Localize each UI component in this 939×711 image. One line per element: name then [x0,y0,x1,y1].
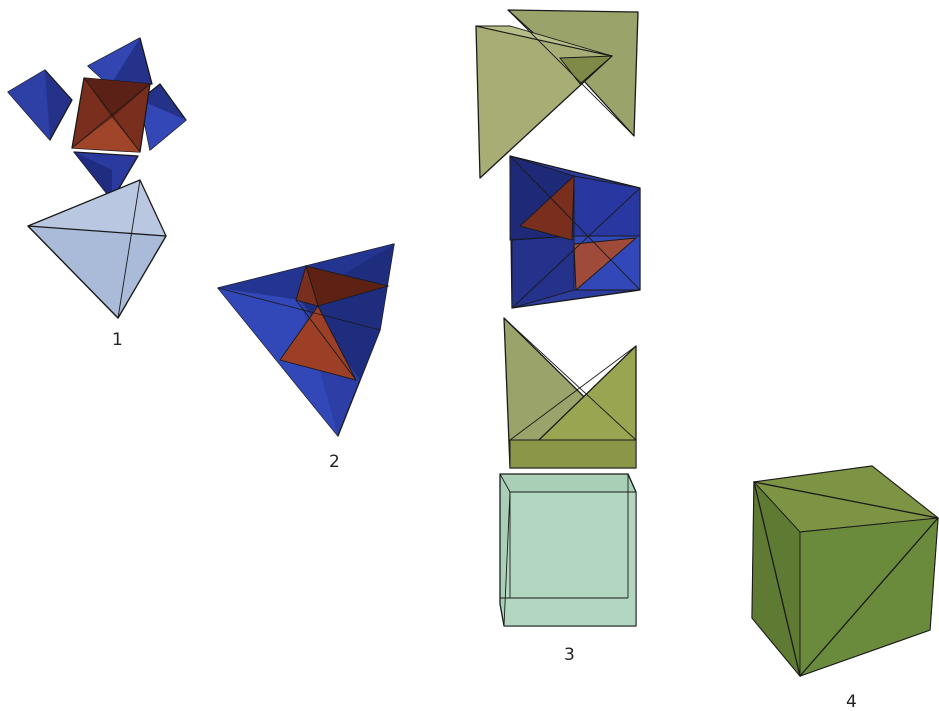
figure-4-label: 4 [846,692,857,711]
figure-2: 2 [217,243,395,472]
red-octahedron-face [519,174,575,241]
blue-tetrahedron-square [509,155,641,309]
octahedron-cluster [7,37,187,201]
figure-1-label: 1 [112,330,123,350]
olive-tetrahedra-top [475,9,639,179]
olive-tetrahedra-middle [503,317,637,469]
mint-cube [499,473,637,627]
figure-1: 1 [7,37,187,350]
figure-3-label: 3 [564,645,575,665]
figure-4: 4 [751,465,939,711]
figure-3: 3 [475,9,641,665]
figure-2-label: 2 [329,452,340,472]
pale-tetrahedron [27,179,167,319]
